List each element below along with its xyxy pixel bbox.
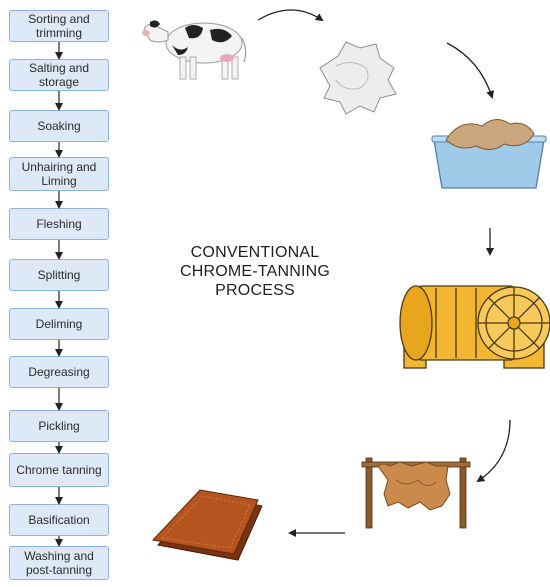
flow-arrows bbox=[257, 9, 511, 537]
step-deliming: Deliming bbox=[9, 308, 109, 340]
step-degreasing: Degreasing bbox=[9, 356, 109, 388]
soaking-tub-icon bbox=[431, 119, 547, 189]
step-soaking: Soaking bbox=[9, 110, 109, 142]
cow-icon bbox=[142, 20, 247, 80]
finished-leather-icon bbox=[151, 489, 263, 561]
step-salting-and-storage: Salting and storage bbox=[9, 59, 109, 91]
step-sorting-and-trimming: Sorting and trimming bbox=[9, 10, 109, 42]
raw-hide-icon bbox=[319, 41, 397, 115]
drying-rack-icon bbox=[361, 457, 471, 529]
step-washing-and-post-tanning: Washing and post-tanning bbox=[9, 546, 109, 580]
tanning-drum-icon bbox=[399, 285, 550, 369]
step-splitting: Splitting bbox=[9, 259, 109, 291]
diagram-title: CONVENTIONAL CHROME-TANNING PROCESS bbox=[179, 244, 331, 299]
step-chrome-tanning: Chrome tanning bbox=[9, 453, 109, 487]
step-fleshing: Fleshing bbox=[9, 208, 109, 240]
